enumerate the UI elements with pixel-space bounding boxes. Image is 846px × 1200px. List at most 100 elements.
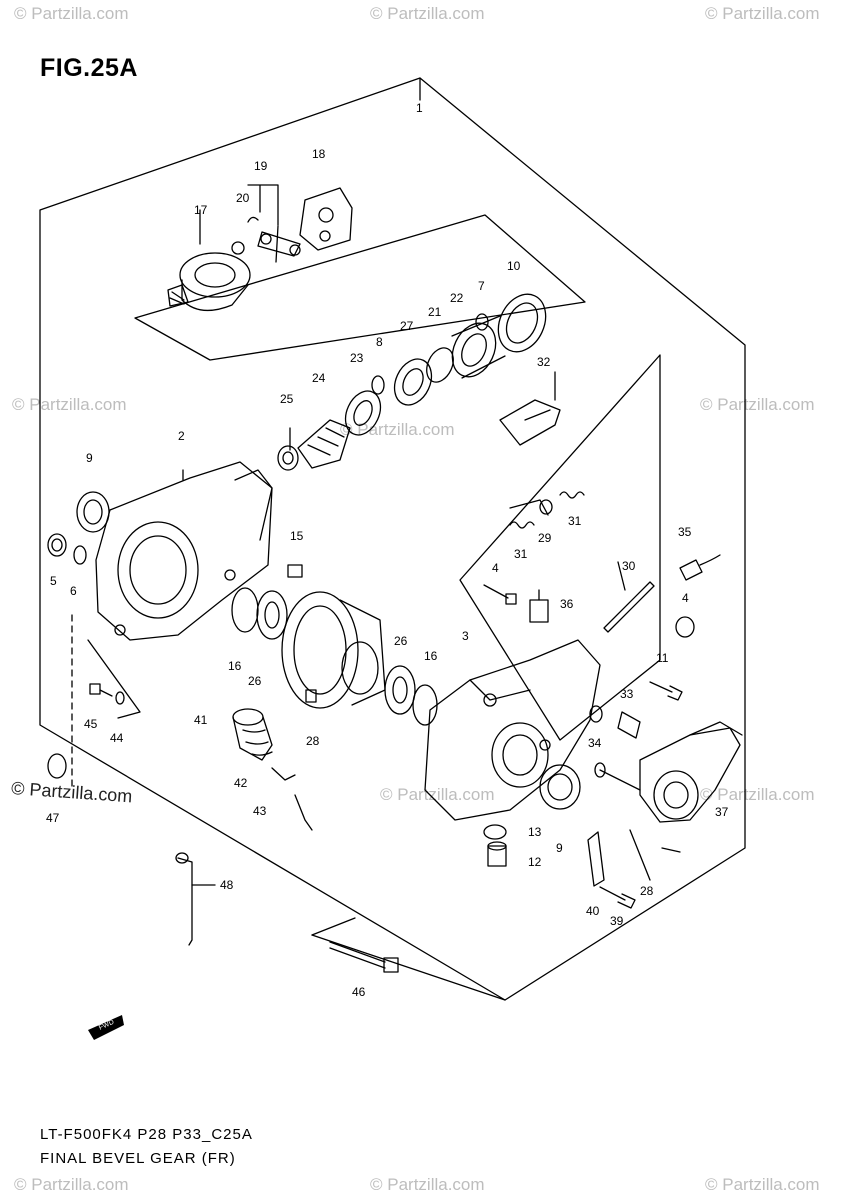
- part-26-bearing: [256, 590, 288, 640]
- callout-6: 6: [70, 584, 77, 598]
- watermark: © Partzilla.com: [700, 395, 815, 414]
- watermark: © Partzilla.com: [705, 4, 820, 23]
- callout-11: 11: [656, 651, 669, 665]
- callout-28: 28: [640, 884, 654, 898]
- part-36-breather: [529, 589, 549, 623]
- callout-1: 1: [416, 101, 423, 115]
- part-4-bolt: [675, 616, 695, 638]
- part-16-shim: [412, 684, 438, 726]
- part-31-spring: [509, 491, 585, 529]
- part-19-universal-joint: [247, 216, 301, 263]
- part-27-bearing: [393, 358, 433, 406]
- callout-8: 8: [376, 335, 383, 349]
- part-22-bearing: [451, 315, 506, 379]
- callout-20: 20: [236, 191, 250, 205]
- watermark: © Partzilla.com: [14, 4, 129, 23]
- part-35-sensor: [679, 554, 721, 581]
- part-44-washer: [115, 691, 125, 705]
- part-washer: [594, 762, 606, 778]
- callout-48: 48: [220, 878, 234, 892]
- part-10-oil-seal: [497, 293, 547, 353]
- watermark: © Partzilla.com: [370, 1175, 485, 1194]
- callout-4: 4: [682, 591, 689, 605]
- part-48-hose: [177, 857, 193, 946]
- part-24-drive-pinion: [297, 419, 351, 469]
- part-9-oil-seal: [76, 491, 110, 533]
- part-6-washer: [73, 545, 87, 565]
- callout-3: 3: [462, 629, 469, 643]
- part-48-fitting: [175, 852, 189, 864]
- part-28-bolt: [305, 689, 317, 703]
- callout-17: 17: [194, 203, 208, 217]
- callout-10: 10: [507, 259, 521, 273]
- callout-24: 24: [312, 371, 326, 385]
- part-differential-ring-gear: [281, 591, 386, 709]
- watermark: © Partzilla.com: [370, 4, 485, 23]
- callout-4: 4: [492, 561, 499, 575]
- watermark: © Partzilla.com: [14, 1175, 129, 1194]
- callout-36: 36: [560, 597, 574, 611]
- figure-title: FIG.25A: [40, 54, 138, 82]
- watermark: © Partzilla.com: [380, 785, 495, 804]
- part-15-dowel: [287, 564, 303, 578]
- callout-26: 26: [248, 674, 262, 688]
- part-3-gear-case: [424, 639, 601, 821]
- part-2-gear-case: [95, 461, 273, 641]
- part-12-plug: [487, 841, 507, 867]
- callout-47: 47: [46, 811, 60, 825]
- bracket-line: [599, 769, 641, 791]
- callout-32: 32: [537, 355, 551, 369]
- callout-42: 42: [234, 776, 248, 790]
- callout-41: 41: [194, 713, 208, 727]
- part-42-clamp: [271, 767, 296, 781]
- callout-35: 35: [678, 525, 692, 539]
- callout-9: 9: [556, 841, 563, 855]
- watermark: © Partzilla.com: [705, 1175, 820, 1194]
- leader-line: [661, 847, 681, 853]
- callout-25: 25: [280, 392, 294, 406]
- callout-13: 13: [528, 825, 542, 839]
- caption-model: LT-F500FK4 P28 P33_C25A: [40, 1126, 253, 1143]
- part-47-plug: [47, 753, 67, 779]
- part-34-o-ring: [589, 705, 603, 723]
- callout-37: 37: [715, 805, 729, 819]
- callout-18: 18: [312, 147, 326, 161]
- part-17-input-housing: [167, 241, 251, 312]
- watermark: © Partzilla.com: [700, 785, 815, 804]
- callout-16: 16: [228, 659, 242, 673]
- subgroup-box-right: [459, 354, 661, 741]
- callout-46: 46: [352, 985, 366, 999]
- callout-26: 26: [394, 634, 408, 648]
- leader-line: [629, 829, 651, 881]
- part-41-dust-boot: [232, 708, 273, 761]
- part-33-fitting: [617, 711, 641, 739]
- callout-28: 28: [306, 734, 320, 748]
- part-46-bolt: [329, 941, 399, 973]
- part-45-bolt: [89, 683, 113, 697]
- callout-34: 34: [588, 736, 602, 750]
- part-40-bracket: [587, 831, 605, 887]
- part-18-yoke: [299, 187, 353, 251]
- callout-44: 44: [110, 731, 124, 745]
- callout-2: 2: [178, 429, 185, 443]
- part-23-bearing: [344, 390, 382, 436]
- callout-39: 39: [610, 914, 624, 928]
- part-39-bolt: [599, 886, 636, 909]
- part-26-bearing: [384, 665, 416, 715]
- callout-9: 9: [86, 451, 93, 465]
- callout-45: 45: [84, 717, 98, 731]
- part-9-oil-seal: [539, 764, 581, 810]
- callout-31: 31: [514, 547, 528, 561]
- callout-5: 5: [50, 574, 57, 588]
- watermark: © Partzilla.com: [340, 420, 455, 439]
- callout-12: 12: [528, 855, 542, 869]
- subgroup-line-lower: [311, 934, 506, 1001]
- part-30-shaft: [603, 581, 655, 633]
- part-8-spacer: [371, 375, 385, 395]
- callout-23: 23: [350, 351, 364, 365]
- part-43-pin: [294, 794, 313, 831]
- part-7-circlip: [475, 313, 489, 331]
- callout-40: 40: [586, 904, 600, 918]
- part-32-bracket: [499, 399, 561, 446]
- callout-labels: 1234456789910111213151616171819202122232…: [46, 101, 729, 999]
